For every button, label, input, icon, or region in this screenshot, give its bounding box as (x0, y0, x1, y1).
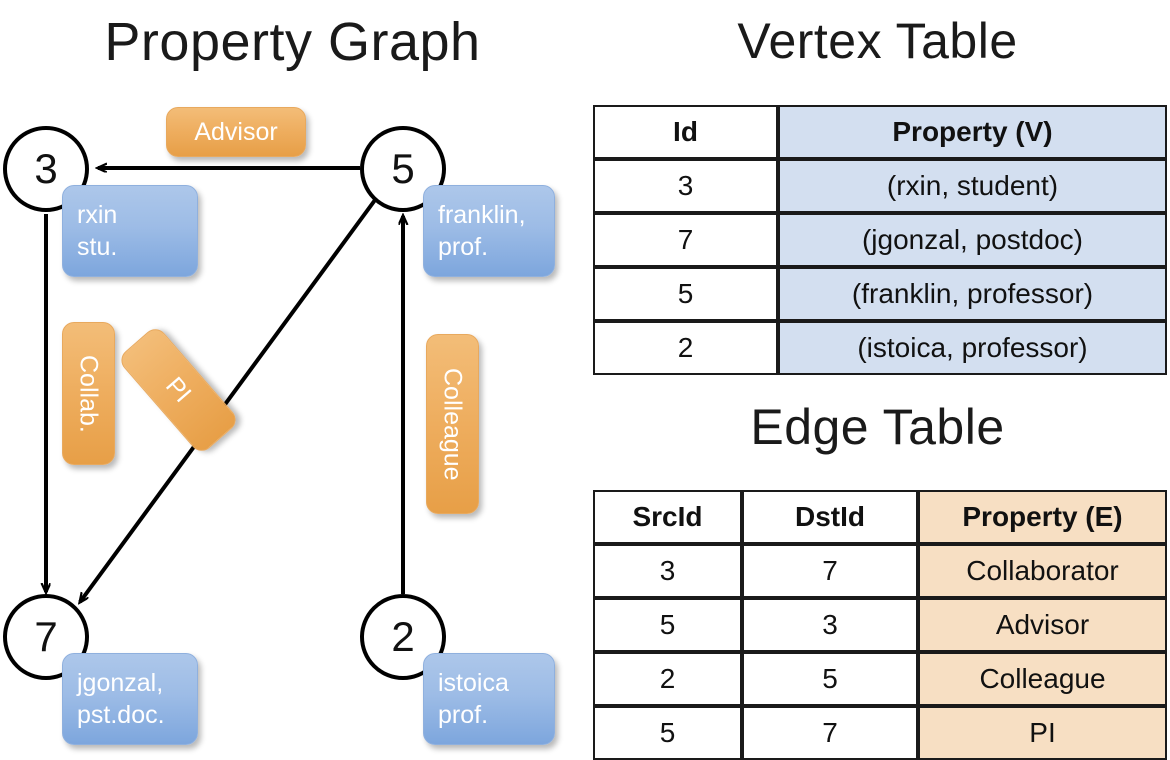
edge-cell-srcid: 3 (593, 544, 742, 598)
edge-label-box-advisor[interactable]: Advisor (166, 107, 306, 157)
vertex-table-header-row: Id Property (V) (593, 105, 1167, 159)
edge-cell-property: Collaborator (918, 544, 1167, 598)
edge-table: SrcId DstId Property (E) 3 7 Collaborato… (593, 490, 1167, 760)
vertex-property-2-line1: istoica (438, 669, 509, 697)
edge-cell-dstid: 7 (742, 706, 918, 760)
vertex-property-box-2[interactable]: istoica prof. (423, 653, 555, 745)
vertex-property-5-line2: prof. (438, 233, 489, 261)
vertex-property-5-line1: franklin, (438, 201, 526, 229)
edge-cell-dstid: 3 (742, 598, 918, 652)
vertex-cell-id: 3 (593, 159, 778, 213)
edge-cell-dstid: 5 (742, 652, 918, 706)
edge-col-header-srcid: SrcId (593, 490, 742, 544)
property-graph-diagram: 3 5 7 2 rxin stu. franklin, prof. jgonza… (0, 0, 585, 760)
vertex-col-header-property: Property (V) (778, 105, 1167, 159)
edge-cell-srcid: 5 (593, 706, 742, 760)
node-5[interactable]: 5 (360, 126, 446, 212)
vertex-property-2-line2: prof. (438, 701, 489, 729)
edge-cell-property: PI (918, 706, 1167, 760)
vertex-cell-property: (istoica, professor) (778, 321, 1167, 375)
table-row[interactable]: 3 7 Collaborator (593, 544, 1167, 598)
node-7-label: 7 (34, 613, 58, 660)
vertex-property-3-line2: stu. (77, 233, 118, 261)
edge-label-advisor: Advisor (194, 118, 278, 146)
vertex-table: Id Property (V) 3 (rxin, student) 7 (jgo… (593, 105, 1167, 375)
node-3-label: 3 (34, 145, 58, 192)
page-title-property-graph: Property Graph (104, 12, 481, 72)
vertex-property-box-7[interactable]: jgonzal, pst.doc. (62, 653, 198, 745)
edge-line-5-to-7 (80, 198, 377, 602)
table-row[interactable]: 5 3 Advisor (593, 598, 1167, 652)
edge-label-colleague: Colleague (438, 367, 467, 481)
edge-table-header-row: SrcId DstId Property (E) (593, 490, 1167, 544)
table-row[interactable]: 5 7 PI (593, 706, 1167, 760)
table-row[interactable]: 2 5 Colleague (593, 652, 1167, 706)
edge-col-header-dstid: DstId (742, 490, 918, 544)
table-row[interactable]: 3 (rxin, student) (593, 159, 1167, 213)
table-row[interactable]: 5 (franklin, professor) (593, 267, 1167, 321)
edge-label-box-colleague[interactable]: Colleague (426, 334, 479, 514)
edge-cell-property: Colleague (918, 652, 1167, 706)
vertex-cell-id: 7 (593, 213, 778, 267)
page-title-vertex-table: Vertex Table (737, 13, 1018, 69)
vertex-cell-id: 2 (593, 321, 778, 375)
vertex-property-box-3[interactable]: rxin stu. (62, 185, 198, 277)
node-5-label: 5 (391, 145, 415, 192)
vertex-cell-property: (rxin, student) (778, 159, 1167, 213)
vertex-cell-property: (jgonzal, postdoc) (778, 213, 1167, 267)
vertex-property-7-line2: pst.doc. (77, 701, 165, 729)
node-2[interactable]: 2 (360, 594, 446, 680)
edge-cell-srcid: 5 (593, 598, 742, 652)
edge-cell-property: Advisor (918, 598, 1167, 652)
vertex-property-3-line1: rxin (77, 201, 118, 229)
edge-label-pi: PI (160, 371, 197, 409)
vertex-property-7-line1: jgonzal, (77, 669, 164, 697)
page-title-edge-table: Edge Table (750, 399, 1005, 455)
edge-cell-srcid: 2 (593, 652, 742, 706)
vertex-property-box-5[interactable]: franklin, prof. (423, 185, 555, 277)
edge-label-collab: Collab. (74, 354, 103, 433)
edge-label-box-collab[interactable]: Collab. (62, 322, 115, 465)
edge-cell-dstid: 7 (742, 544, 918, 598)
edge-col-header-property: Property (E) (918, 490, 1167, 544)
vertex-cell-property: (franklin, professor) (778, 267, 1167, 321)
node-2-label: 2 (391, 613, 415, 660)
table-row[interactable]: 2 (istoica, professor) (593, 321, 1167, 375)
vertex-cell-id: 5 (593, 267, 778, 321)
vertex-col-header-id: Id (593, 105, 778, 159)
graph-edge-lines (0, 0, 585, 760)
table-row[interactable]: 7 (jgonzal, postdoc) (593, 213, 1167, 267)
